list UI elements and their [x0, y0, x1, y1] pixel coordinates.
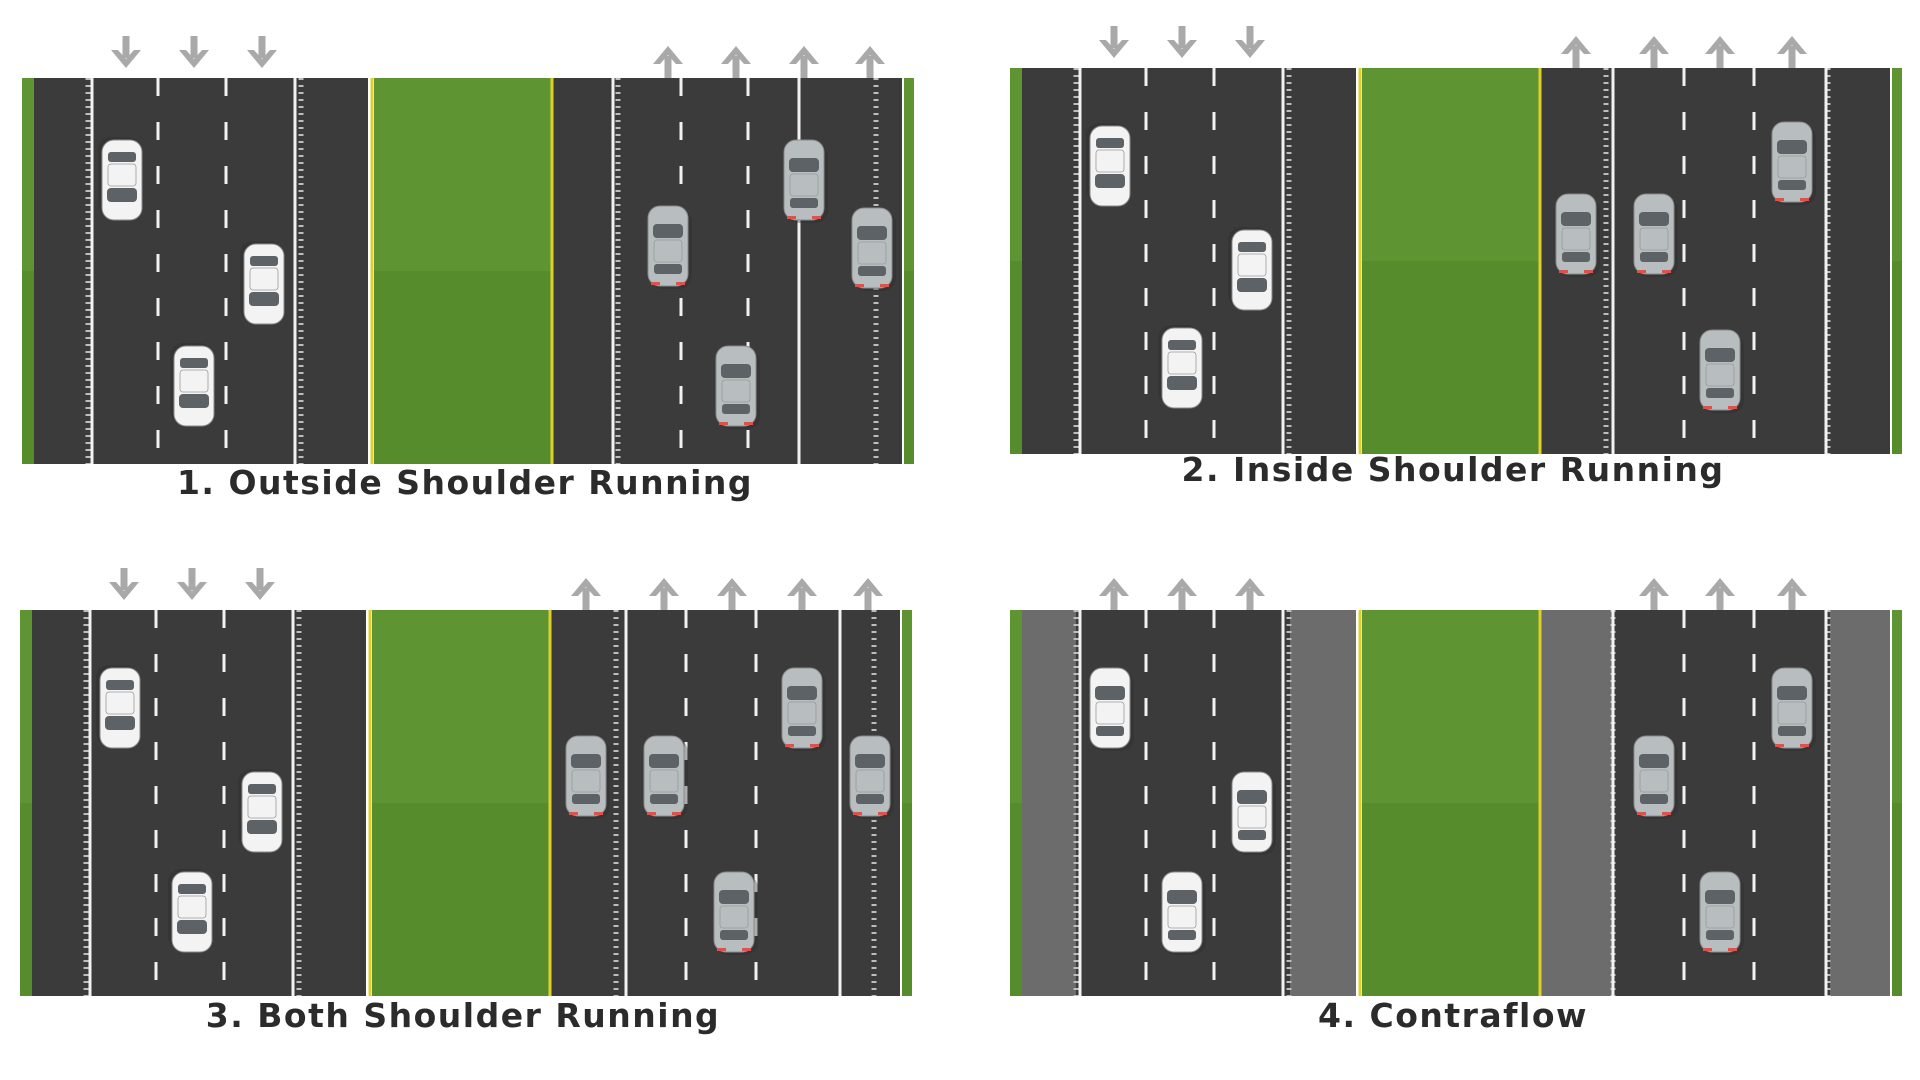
- direction-arrow-icon: [109, 568, 139, 600]
- grass-verge: [22, 78, 34, 464]
- direction-arrow-icon: [1777, 578, 1807, 610]
- closed-shoulder: [1290, 610, 1356, 996]
- car-icon: [781, 667, 826, 751]
- car-icon: [783, 139, 828, 223]
- grass-median: [1362, 68, 1540, 454]
- direction-arrow-icon: [1705, 578, 1735, 610]
- direction-arrow-icon: [853, 578, 883, 610]
- direction-arrow-icon: [855, 46, 885, 78]
- car-icon: [98, 137, 143, 221]
- direction-arrow-icon: [721, 46, 751, 78]
- grass-median: [372, 610, 550, 996]
- direction-arrow-icon: [111, 36, 141, 68]
- car-icon: [1771, 667, 1816, 751]
- car-icon: [849, 735, 894, 819]
- direction-arrow-icon: [717, 578, 747, 610]
- car-icon: [643, 735, 688, 819]
- panel-caption: 2. Inside Shoulder Running: [1181, 450, 1725, 489]
- grass-median: [374, 78, 552, 464]
- car-icon: [1633, 193, 1678, 277]
- car-icon: [1771, 121, 1816, 205]
- direction-arrow-icon: [653, 46, 683, 78]
- car-icon: [1231, 771, 1276, 855]
- car-icon: [1161, 871, 1206, 955]
- direction-arrow-icon: [1561, 36, 1591, 68]
- direction-arrow-icon: [1235, 578, 1265, 610]
- car-icon: [170, 343, 215, 427]
- grass-verge: [904, 78, 914, 464]
- grass-verge: [20, 610, 32, 996]
- car-icon: [238, 769, 283, 853]
- direction-arrow-icon: [1639, 36, 1669, 68]
- direction-arrow-icon: [1099, 578, 1129, 610]
- direction-arrow-icon: [1777, 36, 1807, 68]
- panel-caption: 3. Both Shoulder Running: [205, 996, 721, 1035]
- direction-arrow-icon: [1167, 26, 1197, 58]
- road-diagram: [1010, 26, 1902, 454]
- panel-caption: 1. Outside Shoulder Running: [176, 463, 754, 502]
- road-diagram: [1010, 578, 1902, 996]
- direction-arrow-icon: [789, 46, 819, 78]
- direction-arrow-icon: [649, 578, 679, 610]
- grass-verge: [1010, 610, 1022, 996]
- direction-arrow-icon: [1167, 578, 1197, 610]
- direction-arrow-icon: [1705, 36, 1735, 68]
- direction-arrow-icon: [1099, 26, 1129, 58]
- panel-contraflow: 4. Contraflow: [1008, 572, 1902, 1042]
- car-icon: [1158, 325, 1203, 409]
- road-diagram: [20, 568, 912, 996]
- direction-arrow-icon: [1235, 26, 1265, 58]
- direction-arrow-icon: [571, 578, 601, 610]
- car-icon: [240, 241, 285, 325]
- car-icon: [168, 869, 213, 953]
- grass-verge: [902, 610, 912, 996]
- car-icon: [1555, 193, 1600, 277]
- car-icon: [647, 205, 692, 289]
- direction-arrow-icon: [1639, 578, 1669, 610]
- car-icon: [1699, 329, 1744, 413]
- car-icon: [96, 665, 141, 749]
- direction-arrow-icon: [245, 568, 275, 600]
- direction-arrow-icon: [179, 36, 209, 68]
- grass-verge: [1010, 68, 1022, 454]
- panel-outside-shoulder-running: 1. Outside Shoulder Running: [20, 36, 914, 510]
- grass-verge: [1892, 610, 1902, 996]
- grass-verge: [1892, 68, 1902, 454]
- car-icon: [1633, 735, 1678, 819]
- car-icon: [1086, 123, 1131, 207]
- panel-caption: 4. Contraflow: [1317, 996, 1588, 1035]
- car-icon: [1228, 227, 1273, 311]
- closed-shoulder: [1830, 610, 1890, 996]
- car-icon: [1699, 871, 1744, 955]
- panel-both-shoulder-running: 3. Both Shoulder Running: [18, 568, 912, 1042]
- grass-median: [1362, 610, 1540, 996]
- closed-shoulder: [1022, 610, 1076, 996]
- car-icon: [565, 735, 610, 819]
- car-icon: [851, 207, 896, 291]
- car-icon: [713, 871, 758, 955]
- car-icon: [1089, 667, 1134, 751]
- direction-arrow-icon: [177, 568, 207, 600]
- closed-shoulder: [1540, 610, 1612, 996]
- direction-arrow-icon: [247, 36, 277, 68]
- car-icon: [715, 345, 760, 429]
- panel-inside-shoulder-running: 2. Inside Shoulder Running: [1008, 26, 1902, 500]
- road-diagram: [22, 36, 914, 464]
- direction-arrow-icon: [787, 578, 817, 610]
